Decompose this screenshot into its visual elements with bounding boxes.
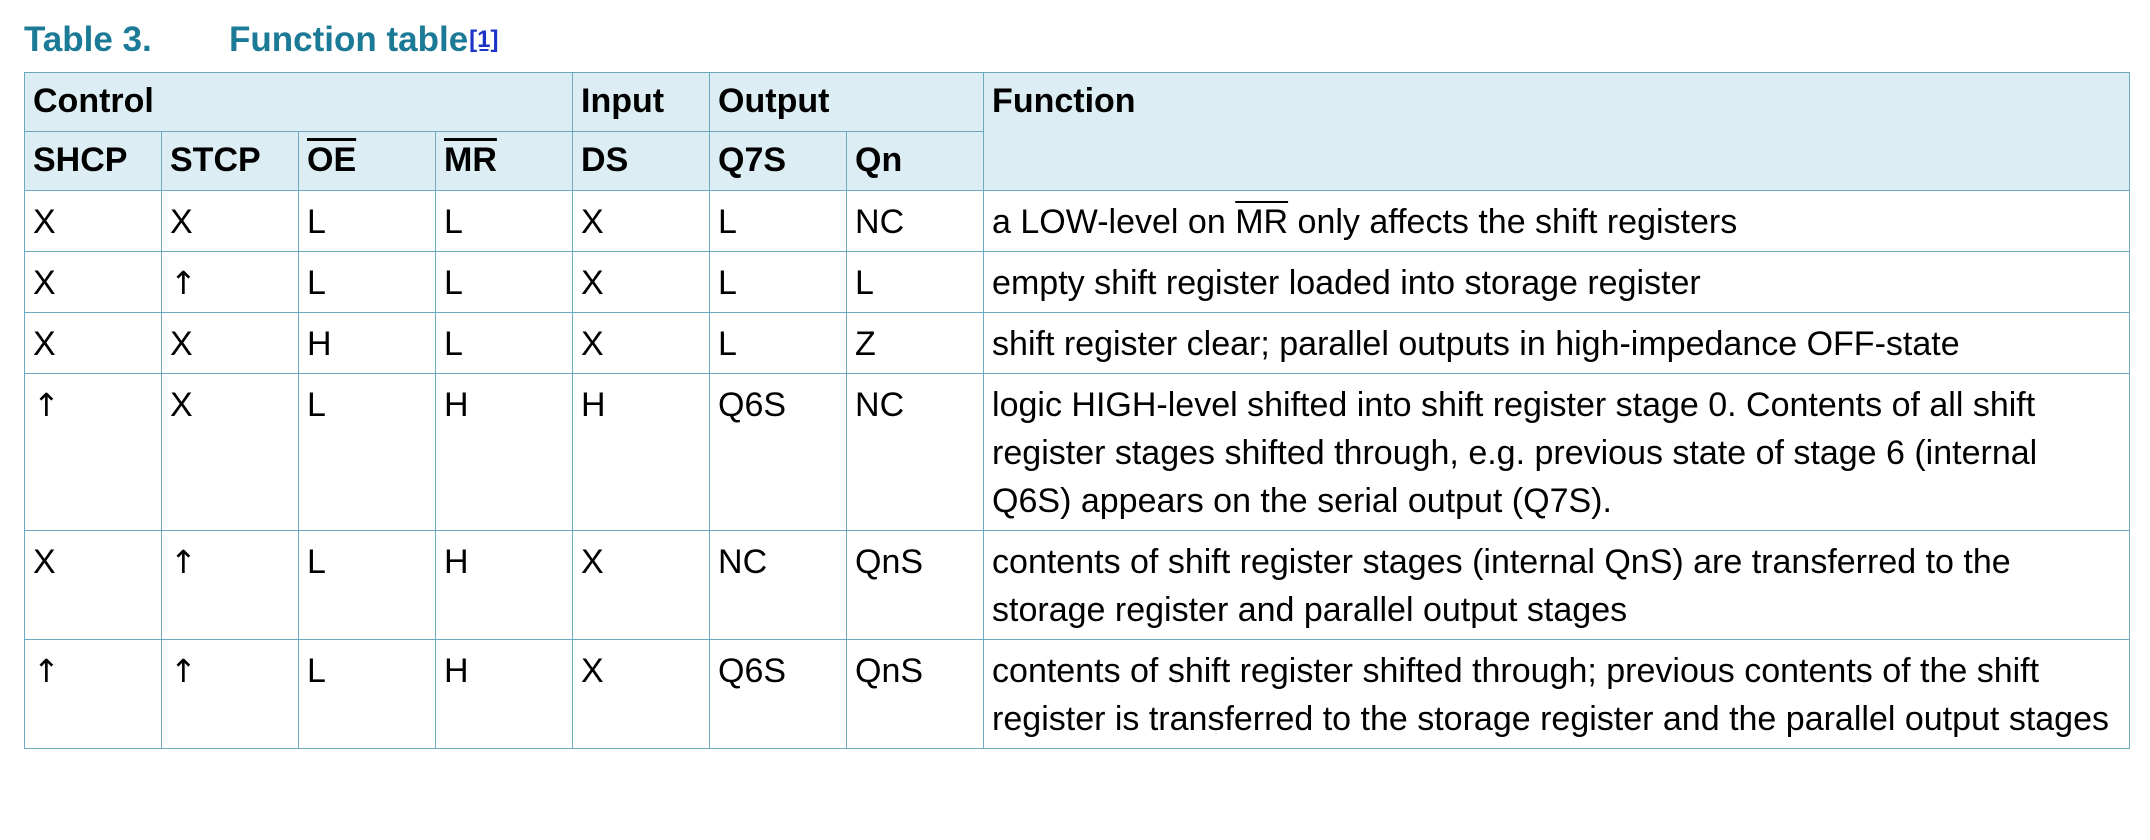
cell-function: empty shift register loaded into storage…	[983, 251, 2131, 313]
cell-mr: L	[434, 312, 574, 374]
header-control: Control	[23, 72, 574, 132]
cell-qn: NC	[846, 190, 985, 252]
cell-mr: H	[434, 373, 574, 531]
header-oe: OE	[298, 131, 436, 191]
cell-qn: NC	[846, 373, 985, 531]
cell-qn: L	[846, 251, 985, 313]
up-arrow-icon: ↑	[33, 652, 60, 690]
cell-stcp: X	[161, 190, 299, 252]
cell-ds: X	[572, 190, 711, 252]
function-text-post: only affects the shift registers	[1288, 203, 1738, 241]
header-input: Input	[572, 72, 711, 132]
table-caption: Table 3. Function table[1]	[24, 14, 499, 66]
up-arrow-icon: ↑	[170, 264, 197, 302]
up-arrow-icon: ↑	[170, 543, 197, 581]
cell-function: shift register clear; parallel outputs i…	[983, 312, 2131, 374]
cell-stcp: ↑	[161, 639, 299, 749]
up-arrow-icon: ↑	[33, 386, 60, 424]
function-table: Control Input Output Function SHCP STCP …	[23, 72, 2131, 749]
cell-oe: L	[298, 639, 436, 749]
header-function: Function	[983, 72, 2131, 191]
header-qn: Qn	[846, 131, 985, 191]
header-output: Output	[709, 72, 985, 132]
cell-mr: H	[434, 639, 574, 749]
cell-q7s: Q6S	[709, 639, 848, 749]
cell-stcp: X	[161, 312, 299, 374]
function-text-mr: MR	[1235, 203, 1289, 241]
header-row-groups: Control Input Output Function	[23, 72, 2131, 191]
table-row: X ↑ L L X L L empty shift register loade…	[24, 251, 2131, 313]
cell-mr: L	[434, 251, 574, 313]
header-row-columns: SHCP STCP OE MR DS Q7S Qn	[24, 131, 2130, 191]
header-shcp: SHCP	[24, 131, 162, 191]
footnote-link[interactable]: [1]	[469, 26, 499, 53]
cell-ds: X	[572, 312, 711, 374]
header-oe-label: OE	[307, 141, 357, 179]
cell-q7s: L	[709, 190, 848, 252]
header-q7s: Q7S	[709, 131, 848, 191]
header-mr-label: MR	[444, 141, 497, 179]
table-row: ↑ X L H H Q6S NC logic HIGH-level shifte…	[24, 373, 2131, 531]
cell-qn: QnS	[846, 530, 985, 640]
table-title: Function table	[229, 20, 469, 59]
cell-function: contents of shift register shifted throu…	[983, 639, 2131, 749]
cell-stcp: ↑	[161, 530, 299, 640]
up-arrow-icon: ↑	[170, 652, 197, 690]
cell-function: logic HIGH-level shifted into shift regi…	[983, 373, 2131, 531]
cell-qn: Z	[846, 312, 985, 374]
cell-q7s: L	[709, 312, 848, 374]
cell-shcp: ↑	[24, 639, 162, 749]
cell-ds: X	[572, 251, 711, 313]
header-ds: DS	[572, 131, 711, 191]
header-mr: MR	[434, 131, 574, 191]
cell-oe: L	[298, 530, 436, 640]
cell-oe: L	[298, 251, 436, 313]
function-text-pre: a LOW-level on	[992, 203, 1236, 241]
cell-shcp: X	[24, 190, 162, 252]
cell-shcp: X	[24, 312, 162, 374]
cell-oe: H	[298, 312, 436, 374]
table-row: ↑ ↑ L H X Q6S QnS contents of shift regi…	[24, 639, 2131, 749]
cell-ds: X	[572, 530, 711, 640]
cell-stcp: ↑	[161, 251, 299, 313]
cell-oe: L	[298, 190, 436, 252]
cell-q7s: NC	[709, 530, 848, 640]
cell-function: contents of shift register stages (inter…	[983, 530, 2131, 640]
cell-q7s: Q6S	[709, 373, 848, 531]
cell-shcp: ↑	[24, 373, 162, 531]
cell-shcp: X	[24, 251, 162, 313]
cell-function: a LOW-level on MR only affects the shift…	[983, 190, 2131, 252]
cell-ds: X	[572, 639, 711, 749]
cell-stcp: X	[161, 373, 299, 531]
cell-oe: L	[298, 373, 436, 531]
cell-mr: H	[434, 530, 574, 640]
cell-ds: H	[572, 373, 711, 531]
cell-qn: QnS	[846, 639, 985, 749]
table-row: X ↑ L H X NC QnS contents of shift regis…	[24, 530, 2131, 640]
cell-shcp: X	[24, 530, 162, 640]
cell-q7s: L	[709, 251, 848, 313]
table-row: X X L L X L NC a LOW-level on MR only af…	[24, 190, 2131, 252]
table-number: Table 3.	[24, 20, 152, 59]
table-row: X X H L X L Z shift register clear; para…	[24, 312, 2131, 374]
cell-mr: L	[434, 190, 574, 252]
header-stcp: STCP	[161, 131, 299, 191]
